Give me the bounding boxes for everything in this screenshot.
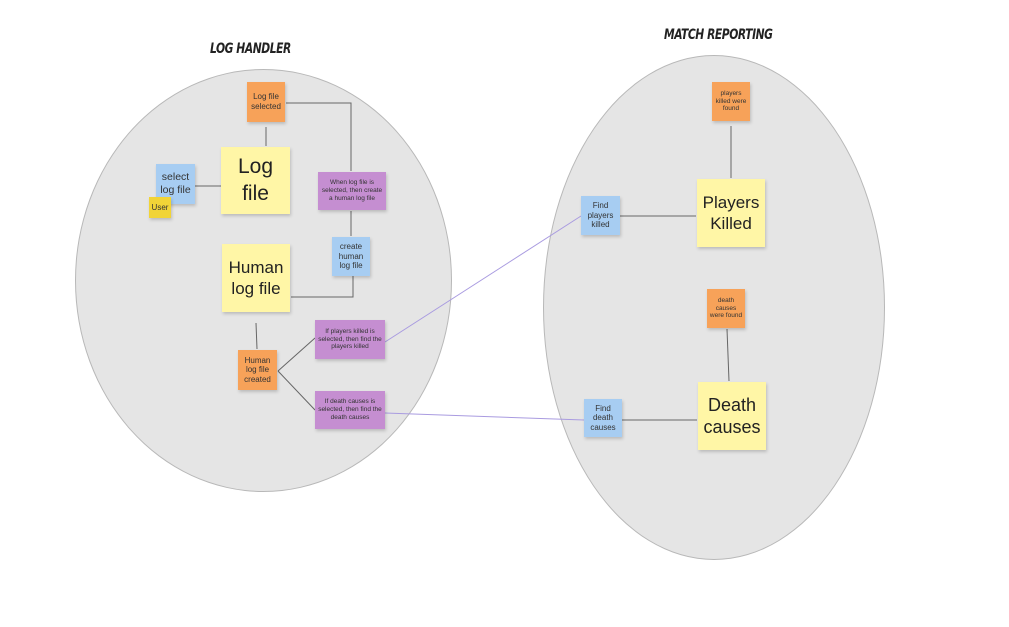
log-file-note[interactable]: Log file <box>221 147 290 214</box>
players-killed-found-note[interactable]: players killed were found <box>712 82 750 121</box>
link-ifdeath-to-finddeath <box>384 412 585 421</box>
death-causes-note[interactable]: Death causes <box>698 382 766 450</box>
connector-human-to-created <box>255 322 258 350</box>
create-human-log-file-note[interactable]: create human log file <box>332 237 370 276</box>
link-ifplayers-to-findplayers <box>384 215 582 343</box>
human-log-file-note[interactable]: Human log file <box>222 244 290 312</box>
players-killed-note[interactable]: Players Killed <box>697 179 765 247</box>
match-reporting-title: MATCH REPORTING <box>664 27 773 43</box>
log-file-selected-note[interactable]: Log file selected <box>247 82 285 122</box>
if-death-causes-note[interactable]: If death causes is selected, then find t… <box>315 391 385 429</box>
connector-created-to-ifplayers <box>277 337 316 372</box>
death-causes-found-note[interactable]: death causes were found <box>707 289 745 328</box>
when-log-file-selected-note[interactable]: When log file is selected, then create a… <box>318 172 386 210</box>
connector-selected-to-when <box>286 102 352 171</box>
human-log-file-created-note[interactable]: Human log file created <box>238 350 277 390</box>
user-note[interactable]: User <box>149 197 171 218</box>
connector-created-to-ifdeath <box>277 370 316 411</box>
find-players-killed-note[interactable]: Find players killed <box>581 196 620 235</box>
log-handler-title: LOG HANDLER <box>210 41 291 57</box>
connector-create-to-human <box>291 276 354 298</box>
if-players-killed-note[interactable]: If players killed is selected, then find… <box>315 320 385 359</box>
find-death-causes-note[interactable]: Find death causes <box>584 399 622 437</box>
connector-death-to-found <box>726 328 730 382</box>
